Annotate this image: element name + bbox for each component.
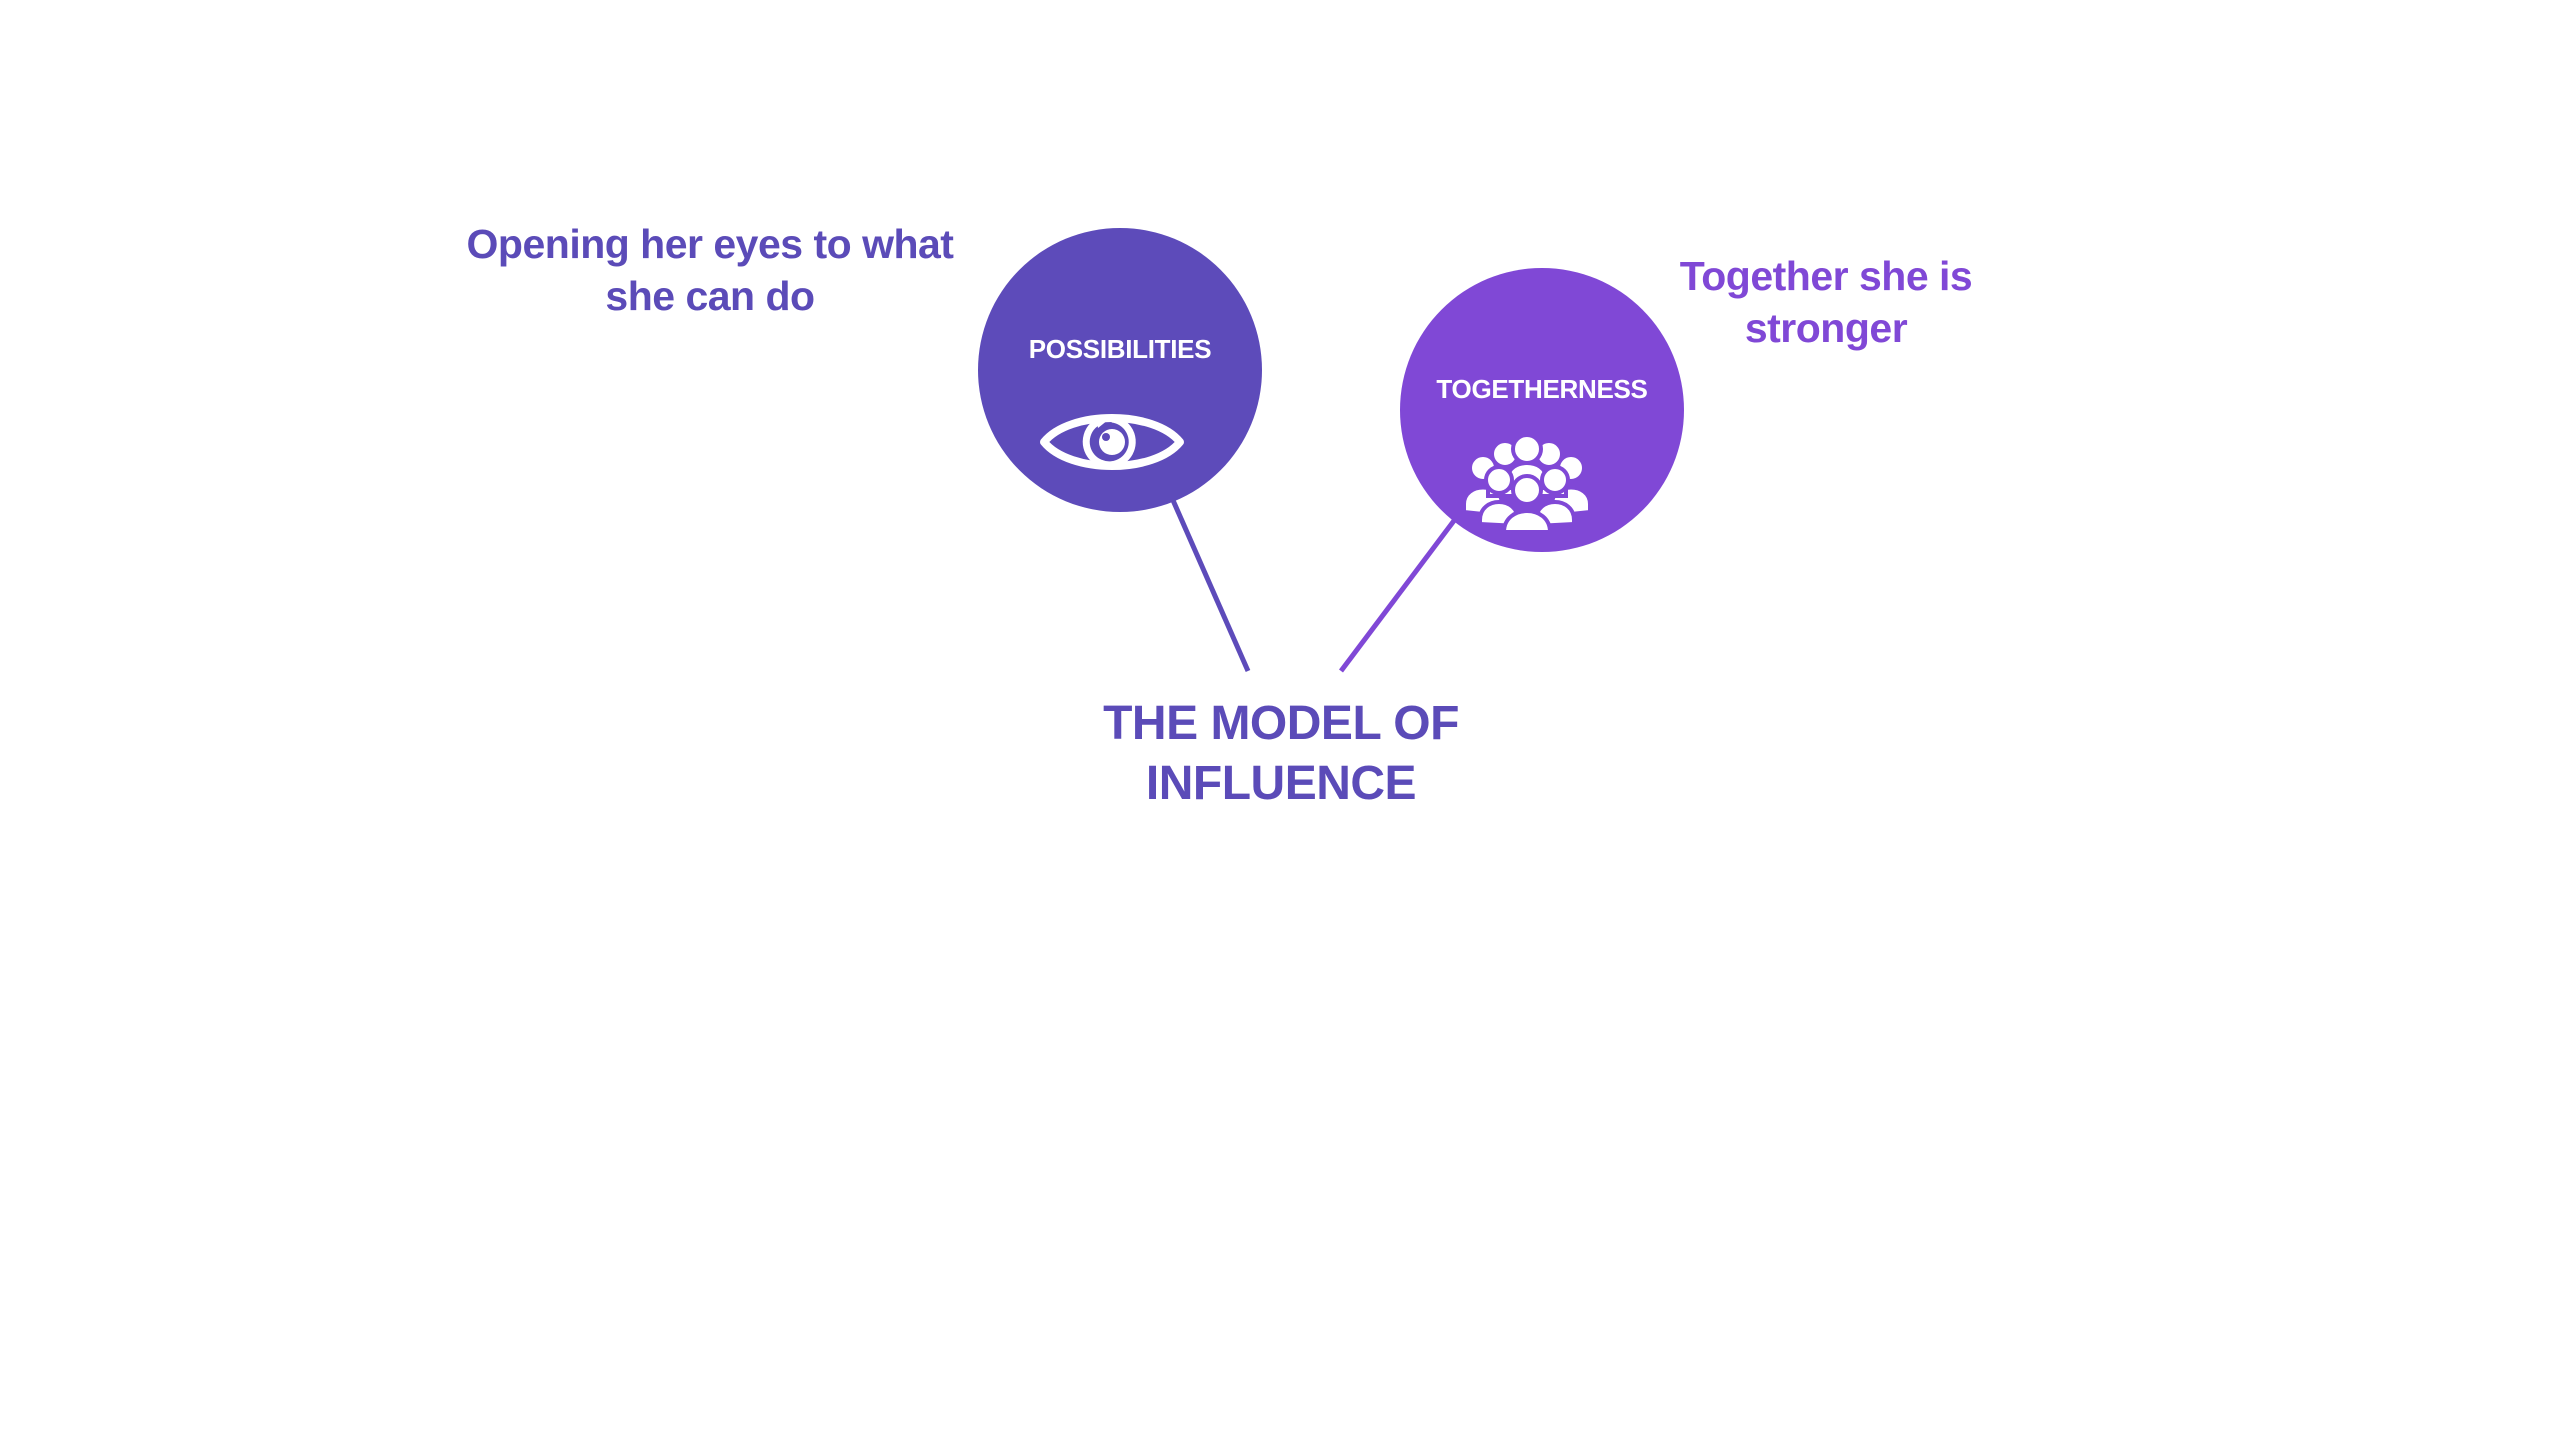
diagram-title-line-2: INFLUENCE: [1145, 757, 1417, 810]
caption-possibilities: Opening her eyes to what she can do: [410, 218, 1010, 322]
caption-possibilities-line-2: she can do: [605, 273, 815, 319]
node-possibilities-label: POSSIBILITIES: [1028, 334, 1212, 364]
connector-togetherness: [1339, 516, 1458, 673]
diagram-title-line-1: THE MODEL OF: [1103, 697, 1459, 750]
eye-icon: [1040, 414, 1184, 470]
node-togetherness: TOGETHERNESS: [1400, 268, 1684, 552]
caption-togetherness-line-1: Together she is: [1679, 253, 1973, 299]
caption-togetherness: Together she is stronger: [1626, 250, 2026, 354]
connector-possibilities: [1169, 496, 1251, 673]
node-possibilities: POSSIBILITIES: [978, 228, 1262, 512]
node-togetherness-label: TOGETHERNESS: [1436, 374, 1648, 404]
diagram-title: THE MODEL OF INFLUENCE: [1031, 694, 1531, 814]
caption-possibilities-line-1: Opening her eyes to what: [466, 221, 954, 267]
caption-togetherness-line-2: stronger: [1744, 305, 1908, 351]
group-people-icon: [1462, 434, 1592, 534]
